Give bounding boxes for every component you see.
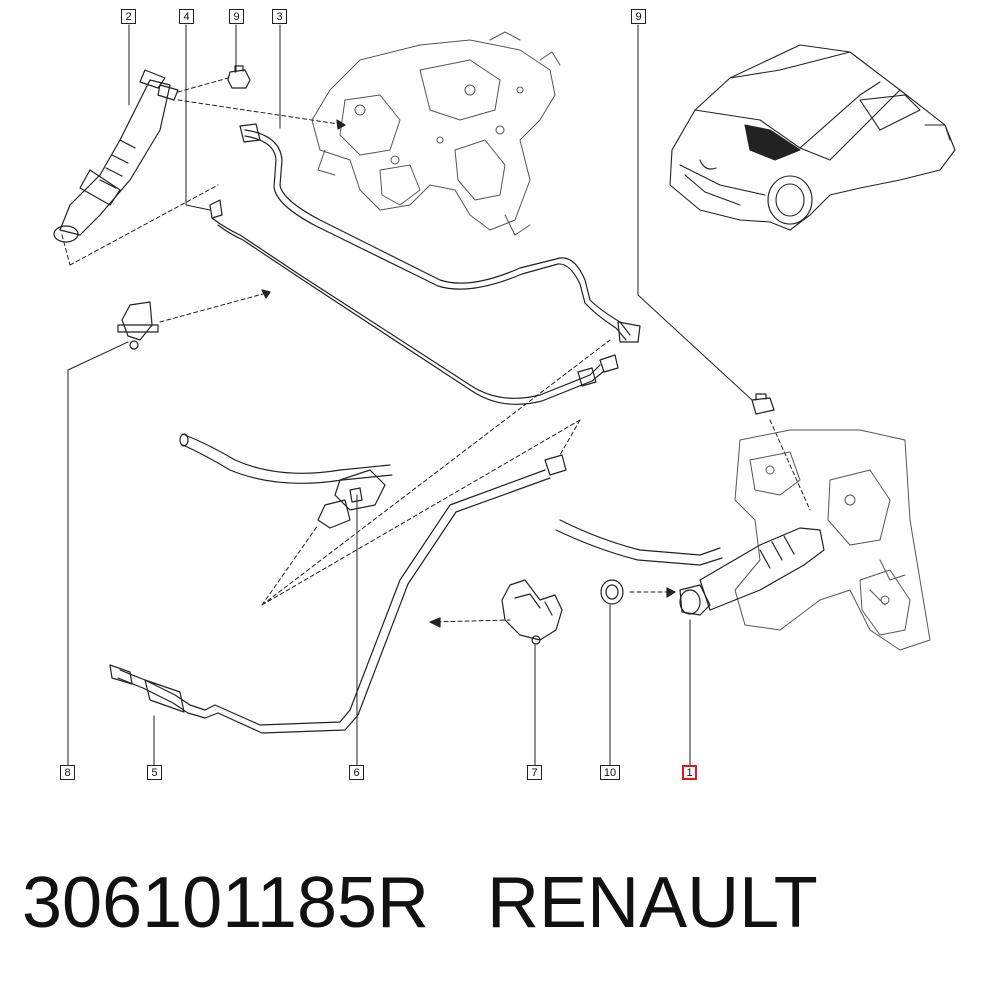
callout-7: 7 [527, 765, 542, 780]
callout-6: 6 [349, 765, 364, 780]
caption: 306101185R RENAULT [22, 862, 982, 944]
hose-6 [179, 433, 393, 529]
clip-right [751, 393, 775, 415]
callout-9-right: 9 [631, 9, 646, 24]
pipe-3 [239, 123, 641, 343]
callout-10: 10 [600, 765, 620, 780]
callout-2: 2 [121, 9, 136, 24]
pedal-bracket-top [311, 31, 561, 236]
car-illustration [669, 44, 956, 231]
bracket-7 [501, 579, 563, 645]
clip-top [227, 65, 251, 89]
assembly-arrows-mid [261, 339, 811, 623]
clip-8 [117, 301, 159, 350]
clamp-10 [600, 579, 624, 605]
master-cylinder-1 [555, 519, 825, 616]
callout-9-top: 9 [229, 9, 244, 24]
pipe-4 [209, 199, 619, 405]
callout-3: 3 [272, 9, 287, 24]
callout-4: 4 [179, 9, 194, 24]
callout-1-highlighted: 1 [682, 765, 697, 780]
leader-lines [67, 24, 753, 766]
callout-5: 5 [147, 765, 162, 780]
callout-8: 8 [60, 765, 75, 780]
pedal-bracket-lower [734, 429, 931, 651]
master-cylinder-top [53, 69, 179, 243]
brand-name: RENAULT [487, 863, 818, 943]
part-number: 306101185R [22, 863, 430, 943]
diagram-drawing [53, 24, 956, 766]
assembly-arrows-top [61, 77, 346, 323]
pipe-5 [109, 454, 567, 734]
